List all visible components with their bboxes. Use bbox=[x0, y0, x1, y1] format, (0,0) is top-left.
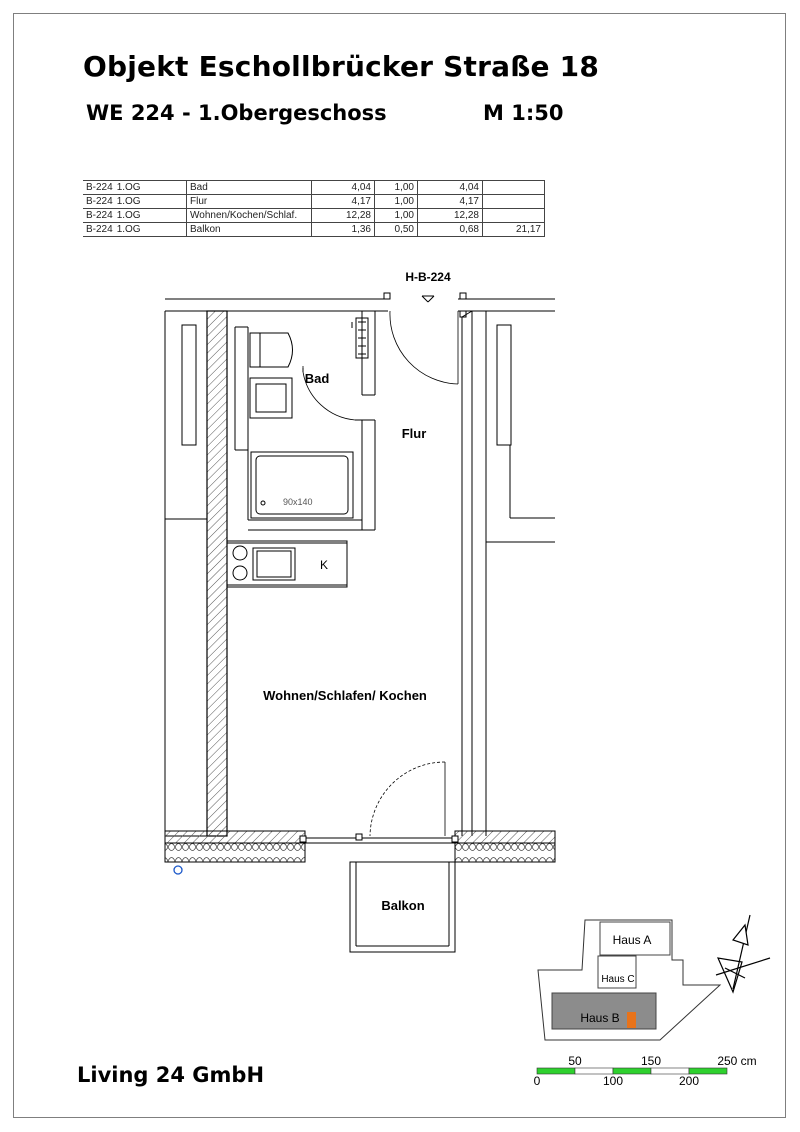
area-cell-floor: 1.OG bbox=[116, 224, 141, 235]
bottom-wall bbox=[164, 830, 556, 863]
area-cell-area: 12,28 bbox=[311, 208, 375, 223]
area-cell-factor: 1,00 bbox=[374, 194, 418, 209]
area-cell-net: 4,04 bbox=[417, 180, 483, 195]
section-marker-label: H-B-224 bbox=[405, 270, 451, 284]
balcony-door bbox=[369, 761, 446, 837]
scale-label: M 1:50 bbox=[483, 101, 564, 125]
area-cell-total bbox=[482, 194, 545, 209]
scale-tick-bottom-1: 0 bbox=[534, 1074, 541, 1088]
scale-tick-bottom-2: 100 bbox=[603, 1074, 623, 1088]
room-label-bad: Bad bbox=[305, 371, 330, 386]
north-arrow-icon bbox=[715, 914, 771, 994]
bathroom-door bbox=[302, 366, 356, 421]
area-cell-floor: 1.OG bbox=[116, 196, 141, 207]
area-cell-factor: 0,50 bbox=[374, 222, 418, 237]
kitchenette bbox=[226, 540, 348, 588]
area-cell-room: Bad bbox=[186, 180, 312, 195]
bathtub-icon bbox=[250, 451, 354, 519]
top-wall bbox=[165, 292, 555, 318]
room-label-wohnen: Wohnen/Schlafen/ Kochen bbox=[263, 688, 427, 703]
section-marker-icon bbox=[421, 295, 435, 303]
haus-c-label: Haus C bbox=[601, 974, 634, 985]
area-cell-id: B-224 bbox=[86, 182, 113, 193]
haus-c-block bbox=[597, 955, 637, 989]
left-neighbor bbox=[164, 311, 207, 837]
right-neighbor bbox=[471, 311, 555, 836]
unit-highlight bbox=[627, 1012, 636, 1028]
area-cell-floor: 1.OG bbox=[116, 210, 141, 221]
bathtub-size-label: 90x140 bbox=[283, 497, 313, 507]
area-cell-total bbox=[482, 180, 545, 195]
haus-a-block bbox=[599, 921, 671, 956]
toilet-icon bbox=[249, 332, 293, 368]
scale-tick-top-1: 50 bbox=[568, 1054, 582, 1068]
marker-icon bbox=[173, 865, 183, 875]
scale-tick-top-2: 150 bbox=[641, 1054, 661, 1068]
area-cell-id: B-224 bbox=[86, 224, 113, 235]
scale-tick-top-3: 250 cm bbox=[717, 1054, 756, 1068]
area-cell-area: 4,17 bbox=[311, 194, 375, 209]
area-cell-net: 0,68 bbox=[417, 222, 483, 237]
area-cell-room: Flur bbox=[186, 194, 312, 209]
area-cell-id: B-224 bbox=[86, 210, 113, 221]
fridge-label: K bbox=[320, 558, 328, 572]
haus-b-block bbox=[551, 992, 657, 1030]
area-cell-floor: 1.OG bbox=[116, 182, 141, 193]
page-title: Objekt Eschollbrücker Straße 18 bbox=[83, 50, 600, 83]
balcony bbox=[349, 861, 456, 953]
stove-icon bbox=[232, 545, 248, 581]
room-label-flur: Flur bbox=[402, 426, 427, 441]
haus-b-label: Haus B bbox=[580, 1011, 619, 1025]
site-map: Haus A Haus C Haus B bbox=[537, 919, 722, 1041]
area-cell-id: B-224 bbox=[86, 196, 113, 207]
unit-subtitle: WE 224 - 1.Obergeschoss bbox=[86, 101, 387, 125]
area-cell-net: 12,28 bbox=[417, 208, 483, 223]
room-label-balkon: Balkon bbox=[381, 898, 424, 913]
area-cell-total bbox=[482, 208, 545, 223]
area-cell-total: 21,17 bbox=[482, 222, 545, 237]
washbasin-icon bbox=[249, 377, 293, 419]
haus-a-label: Haus A bbox=[613, 933, 652, 947]
entrance-door bbox=[389, 310, 459, 385]
scale-tick-bottom-3: 200 bbox=[679, 1074, 699, 1088]
company-name: Living 24 GmbH bbox=[77, 1063, 265, 1087]
unit-right-wall bbox=[461, 310, 473, 836]
area-cell-area: 4,04 bbox=[311, 180, 375, 195]
area-cell-factor: 1,00 bbox=[374, 180, 418, 195]
area-cell-room: Wohnen/Kochen/Schlaf. bbox=[186, 208, 312, 223]
left-wall bbox=[206, 310, 228, 837]
radiator-icon bbox=[351, 317, 369, 359]
bathroom-walls bbox=[234, 311, 376, 531]
area-cell-net: 4,17 bbox=[417, 194, 483, 209]
area-cell-area: 1,36 bbox=[311, 222, 375, 237]
scale-bar: 50 150 250 cm 0 100 200 bbox=[534, 1054, 757, 1088]
page-frame bbox=[13, 13, 786, 1118]
sink-icon bbox=[252, 547, 296, 581]
area-cell-factor: 1,00 bbox=[374, 208, 418, 223]
area-cell-room: Balkon bbox=[186, 222, 312, 237]
